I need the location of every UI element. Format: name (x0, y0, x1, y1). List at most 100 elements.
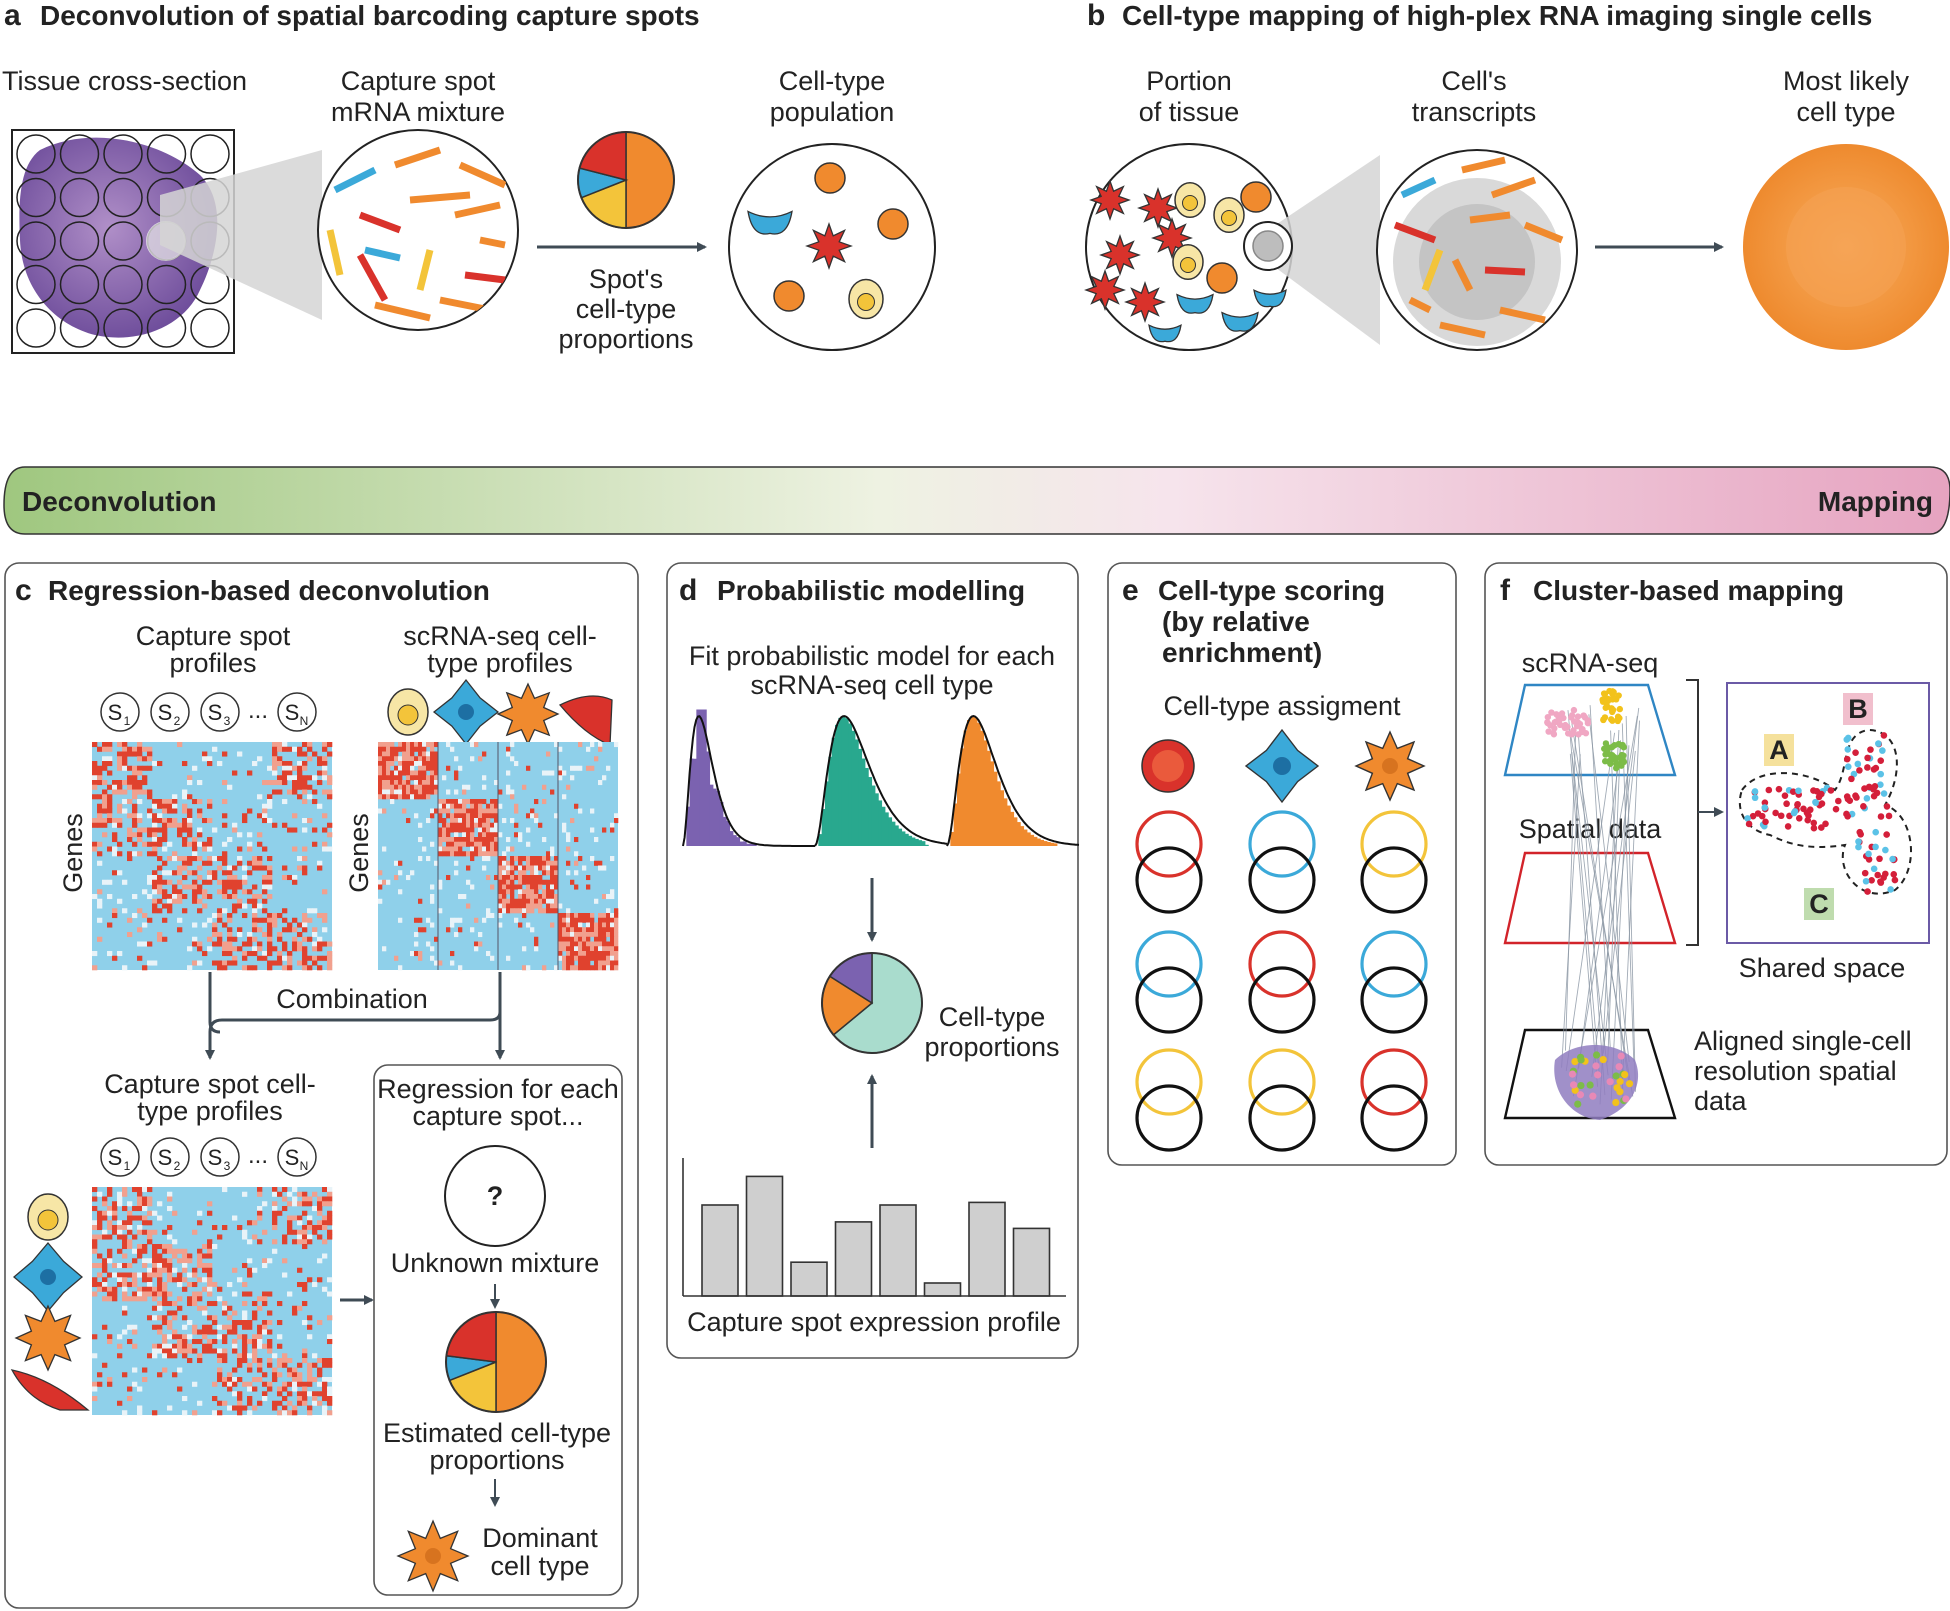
shared-dot (1855, 843, 1862, 851)
heatmap-cell (327, 960, 333, 966)
mrna-stick (464, 271, 506, 284)
heatmap-cell (202, 841, 208, 847)
heatmap-cell (107, 1253, 113, 1259)
heatmap-cell (157, 1201, 163, 1207)
heatmap-cell (406, 875, 411, 881)
heatmap-cell (142, 1367, 148, 1373)
heatmap-cell (378, 879, 383, 885)
heatmap-cell (312, 751, 318, 757)
heatmap-cell (102, 799, 108, 805)
heatmap-cell (322, 1377, 328, 1383)
heatmap-cell (262, 1301, 268, 1307)
shared-dot (1856, 767, 1863, 774)
heatmap-cell (454, 846, 459, 852)
heatmap-cell (602, 946, 607, 952)
heatmap-cell (207, 837, 213, 843)
dominant-label-2: cell type (490, 1551, 589, 1581)
heatmap-cell (598, 932, 603, 938)
heatmap-cell (466, 865, 471, 871)
heatmap-cell (167, 1310, 173, 1316)
heatmap-cell (157, 1348, 163, 1354)
red-spindle-cell (10, 1369, 90, 1411)
heatmap-cell (302, 827, 308, 833)
heatmap-cell (434, 742, 439, 748)
d-proportions-label-1: Cell-type (939, 1002, 1046, 1032)
heatmap-cell (386, 780, 391, 786)
heatmap-cell (157, 1263, 163, 1269)
heatmap-cell (217, 1234, 223, 1240)
heatmap-cell (494, 822, 499, 828)
heatmap-cell (482, 917, 487, 923)
heatmap-cell (570, 960, 575, 966)
alignment-line (1571, 752, 1609, 1076)
heatmap-cell (262, 917, 268, 923)
heatmap-cell (202, 1277, 208, 1283)
heatmap-cell (287, 827, 293, 833)
heatmap-cell (252, 1234, 258, 1240)
heatmap-cell (112, 1263, 118, 1269)
heatmap-cell (237, 946, 243, 952)
heatmap-cell (152, 818, 158, 824)
panel-d-letter: d (679, 574, 697, 607)
heatmap-cell (272, 913, 278, 919)
heatmap-cell (430, 742, 435, 748)
alignment-line (1571, 723, 1630, 1086)
heatmap-cell (137, 1187, 143, 1193)
heatmap-cell (526, 894, 531, 900)
heatmap-cell (498, 856, 503, 862)
heatmap-cell (518, 903, 523, 909)
heatmap-cell (112, 784, 118, 790)
heatmap-cell (418, 955, 423, 961)
heatmap-cell (177, 1334, 183, 1340)
heatmap-cell (430, 955, 435, 961)
heatmap-cell (172, 794, 178, 800)
cluster-dot (1603, 744, 1610, 751)
heatmap-cell (207, 1282, 213, 1288)
heatmap-cell (574, 884, 579, 890)
heatmap-cell (242, 965, 248, 971)
heatmap-cell (394, 756, 399, 762)
heatmap-cell (470, 851, 475, 857)
heatmap-cell (414, 746, 419, 752)
heatmap-cell (490, 913, 495, 919)
heatmap-cell (242, 1282, 248, 1288)
heatmap-cell (142, 746, 148, 752)
heatmap-cell (97, 1286, 103, 1292)
heatmap-cell (482, 846, 487, 852)
heatmap-cell (107, 879, 113, 885)
mrna-stick (409, 191, 471, 204)
heatmap-cell (277, 1210, 283, 1216)
heatmap-cell (302, 1348, 308, 1354)
heatmap-cell (102, 756, 108, 762)
heatmap-cell (450, 960, 455, 966)
heatmap-cell (197, 1339, 203, 1345)
heatmap-cell (187, 1296, 193, 1302)
heatmap-cell (262, 865, 268, 871)
heatmap-cell (132, 1381, 138, 1387)
heatmap-cell (232, 1343, 238, 1349)
zoom-cone-b (1268, 155, 1380, 345)
heatmap-cell (192, 889, 198, 895)
cluster-dot (1608, 743, 1616, 751)
heatmap-cell (550, 865, 555, 871)
cluster-dot (1556, 721, 1564, 729)
heatmap-cell (410, 951, 415, 957)
expression-bar (790, 1261, 828, 1297)
heatmap-cell (614, 922, 619, 928)
heatmap-cell (297, 794, 303, 800)
panel-c-title: Regression-based deconvolution (48, 575, 490, 606)
heatmap-cell (207, 1263, 213, 1269)
cluster-dot (1609, 696, 1616, 703)
heatmap-cell (546, 894, 551, 900)
heatmap-cell (302, 1234, 308, 1240)
heatmap-cell (414, 813, 419, 819)
heatmap-cell (182, 1286, 188, 1292)
heatmap-cell (117, 898, 123, 904)
heatmap-cell (122, 789, 128, 795)
heatmap-cell (317, 780, 323, 786)
heatmap-cell (212, 1315, 218, 1321)
heatmap-cell (602, 960, 607, 966)
heatmap-cell (454, 799, 459, 805)
shared-dot (1877, 757, 1885, 764)
spot-token-label: S (108, 700, 123, 725)
